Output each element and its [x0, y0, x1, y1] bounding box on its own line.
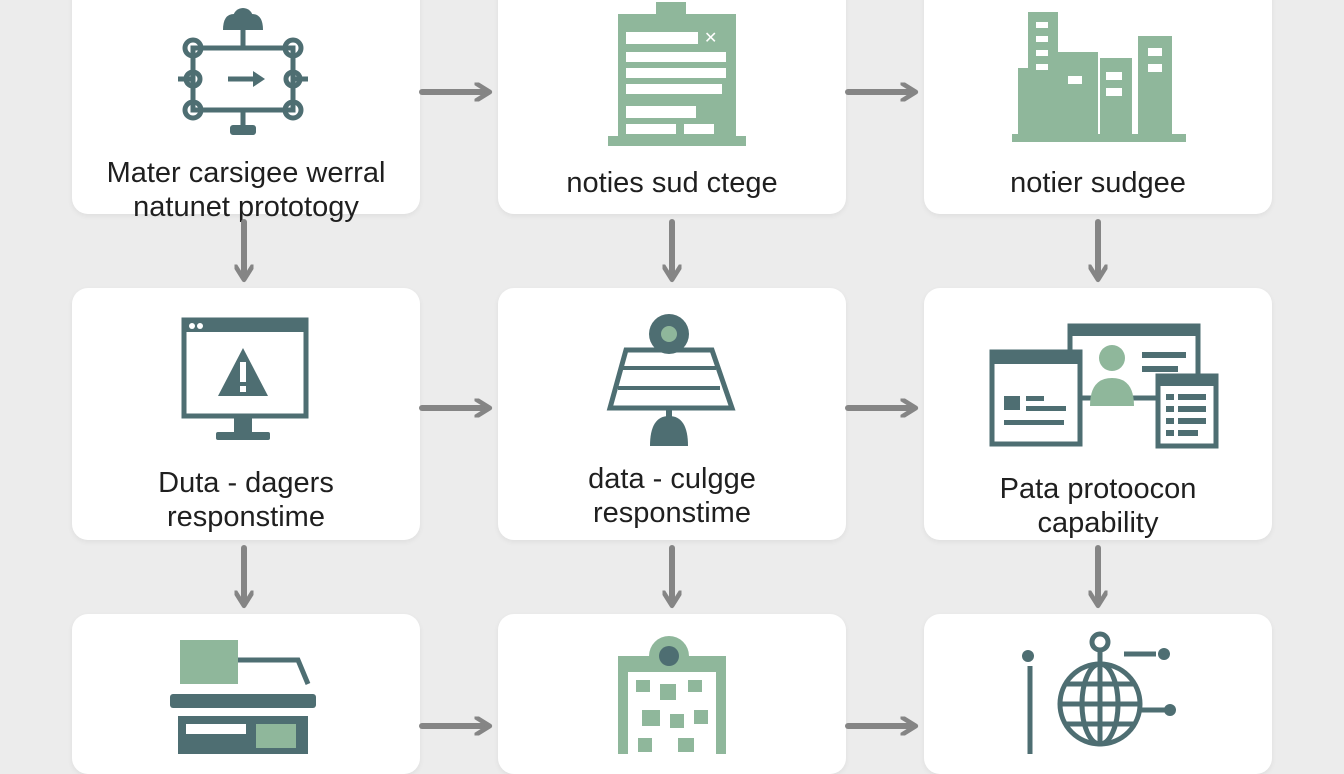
- node-label-line: Pata protoocon: [999, 473, 1197, 505]
- connector-layer: [0, 0, 1344, 750]
- node-card-r1c1: Mater carsigee werral natunet prototogy: [72, 0, 420, 223]
- node-card-r1c2: ✕ noties sud ctege: [498, 0, 846, 214]
- node-label-line: capability: [1037, 507, 1159, 539]
- node-card-r3c3: [924, 614, 1272, 774]
- node-card-r2c3: Pata protoocon capability: [924, 288, 1272, 540]
- node-card-r1c3: notier sudgee: [924, 0, 1272, 214]
- node-label-line: responstime: [593, 497, 751, 529]
- tilted-screen-icon: [606, 314, 736, 446]
- workflow-diagram-icon: [178, 8, 308, 135]
- svg-text:✕: ✕: [704, 30, 717, 47]
- profile-dashboard-icon: [989, 323, 1219, 449]
- node-label-line: Mater carsigee werral: [106, 157, 386, 189]
- clipboard-grid-icon: [618, 636, 726, 754]
- node-label-line: natunet prototogy: [133, 191, 359, 223]
- node-label-line: Duta - dagers: [158, 467, 334, 499]
- globe-network-icon: [1022, 631, 1176, 754]
- monitor-warning-icon: [181, 317, 309, 440]
- node-label-line: data - culgge: [588, 463, 756, 495]
- node-card-r3c2: [498, 614, 846, 774]
- node-label-line: responstime: [167, 501, 325, 533]
- buildings-bar-icon: [1012, 12, 1186, 142]
- node-card-r2c2: data - culgge responstime: [498, 288, 846, 540]
- node-card-r2c1: Duta - dagers responstime: [72, 288, 420, 540]
- node-label-line: notier sudgee: [1010, 167, 1186, 199]
- document-list-icon: ✕: [608, 2, 746, 146]
- node-card-r3c1: [72, 614, 420, 774]
- node-label-line: noties sud ctege: [566, 167, 778, 199]
- server-stack-icon: [170, 640, 316, 754]
